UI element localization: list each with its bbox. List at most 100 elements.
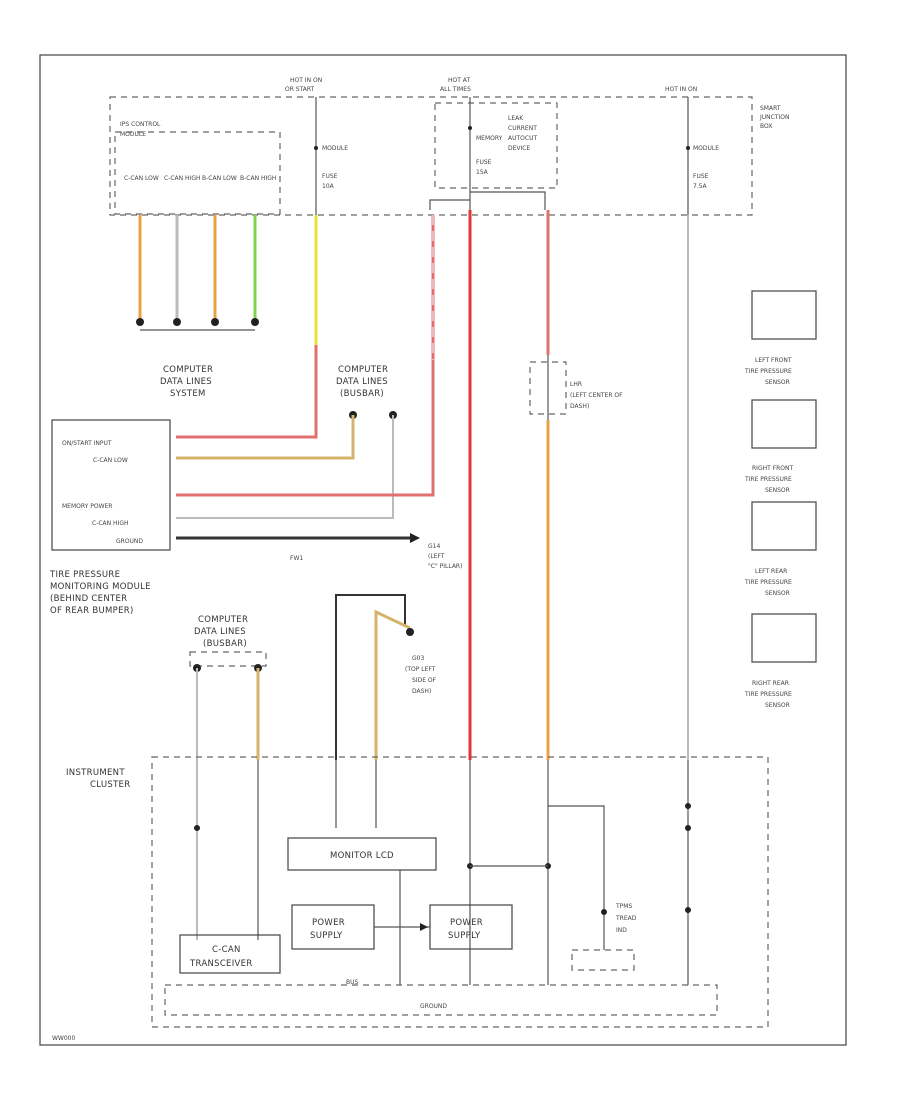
memfuse-dot (468, 126, 472, 130)
g14-l1: G14 (428, 543, 440, 550)
bus-ground-outline (164, 984, 718, 1016)
ips-pin-3: B-CAN LOW (202, 175, 237, 182)
hot-all-label-1: HOT AT (448, 77, 470, 84)
ps-arrow (420, 923, 428, 931)
monitor-lcd-box (287, 837, 437, 871)
g03-l2: (TOP LEFT (405, 666, 436, 673)
mem-fuse-l3: 15A (476, 169, 489, 176)
sensor-lf-box (751, 290, 817, 340)
ps1-l1: POWER (312, 918, 345, 928)
fuse1-dot (314, 146, 318, 150)
wire-ccan-low-tan (176, 415, 355, 460)
tpms-cap-1: TIRE PRESSURE (49, 570, 120, 580)
lhr-l2: (LEFT CENTER OF (570, 392, 623, 399)
leak-l2: CURRENT (508, 125, 537, 132)
ips-pin-4: B-CAN HIGH (240, 175, 276, 182)
monitor-lcd-label: MONITOR LCD (330, 851, 394, 861)
tpms-pin-5: GROUND (116, 538, 143, 545)
ccan-l2: TRANSCEIVER (189, 959, 253, 969)
cdl-bottom-1: COMPUTER (198, 615, 248, 625)
lhr-l3: DASH) (570, 403, 589, 410)
wire-g03-tan (374, 609, 411, 760)
g03-l3: SIDE OF (412, 677, 437, 684)
g03-l4: DASH) (412, 688, 431, 695)
sensor-lr-l2: TIRE PRESSURE (744, 579, 792, 586)
sensor-rf-box (751, 399, 817, 449)
g03-term (406, 628, 414, 636)
footer-code: WW000 (52, 1035, 76, 1042)
g14-l2: (LEFT (428, 553, 445, 560)
hot-all-label-2: ALL TIMES (440, 86, 471, 93)
fuse2-l2: FUSE (693, 173, 709, 180)
g03-l1: G03 (412, 655, 424, 662)
leak-bridge (470, 191, 546, 210)
ips-control-label-2: MODULE (120, 131, 146, 138)
ips-term-2 (173, 318, 181, 326)
cdl-bottom-3: (BUSBAR) (203, 639, 247, 649)
sjb-label-2: JUNCTION (759, 114, 789, 121)
ips-term-1 (136, 318, 144, 326)
wire-g03-black (335, 594, 406, 760)
instrument-cluster-outline (151, 756, 769, 1028)
tpms-cap-4: OF REAR BUMPER) (50, 606, 134, 616)
ips-term-3 (211, 318, 219, 326)
ic-junction-3 (685, 825, 691, 831)
fuse2-l1: MODULE (693, 145, 719, 152)
fuse1-l1: MODULE (322, 145, 348, 152)
fuse1-l2: FUSE (322, 173, 338, 180)
cdl-bottom-2: DATA LINES (194, 627, 246, 637)
ic-label-1: INSTRUMENT (66, 768, 125, 778)
diagram-border (39, 54, 847, 1046)
ps2-l2: SUPPLY (448, 931, 481, 941)
tpms-cap-3: (BEHIND CENTER (50, 594, 127, 604)
ps1-l2: SUPPLY (310, 931, 343, 941)
sensor-lr-l1: LEFT REAR (755, 568, 787, 575)
wire-fuse1-pink (176, 345, 318, 439)
fuse1-l3: 10A (322, 183, 335, 190)
leak-bridge-2 (429, 199, 470, 210)
sensor-rf-l1: RIGHT FRONT (752, 465, 794, 472)
tpms-cap-2: MONITORING MODULE (50, 582, 151, 592)
ips-pin-1: C-CAN LOW (124, 175, 159, 182)
tpms-connector: FW1 (290, 555, 303, 562)
tpms-pin-3: MEMORY POWER (62, 503, 112, 510)
leak-l3: AUTOCUT (508, 135, 537, 142)
tread-l3: IND (616, 927, 627, 934)
leak-l4: DEVICE (508, 145, 530, 152)
tread-l1: TPMS (615, 903, 632, 910)
fuse2-dot (686, 146, 690, 150)
sensor-rf-l3: SENSOR (765, 487, 790, 494)
sensor-rr-box (751, 613, 817, 663)
sensor-lf-l2: TIRE PRESSURE (744, 368, 792, 375)
lhr-l1: LHR (570, 381, 582, 388)
sensor-rr-l1: RIGHT REAR (752, 680, 789, 687)
cdl-sys-3: SYSTEM (170, 389, 206, 399)
fuse2-l3: 7.5A (693, 183, 708, 190)
tread-l2: TREAD (615, 915, 637, 922)
tpms-pin-2: C-CAN LOW (93, 457, 128, 464)
hot-run-label-1: HOT IN ON (290, 77, 322, 84)
mem-fuse-l1: MEMORY (476, 135, 503, 142)
cdl-sys-2: DATA LINES (160, 377, 212, 387)
ground-arrow (410, 533, 420, 543)
ps2-l1: POWER (450, 918, 483, 928)
wire-memory-power (176, 215, 435, 497)
sensor-rf-l2: TIRE PRESSURE (744, 476, 792, 483)
cdl-sys-1: COMPUTER (163, 365, 213, 375)
ips-control-label-1: IPS CONTROL (120, 121, 161, 128)
sensor-lf-l1: LEFT FRONT (755, 357, 792, 364)
sjb-label-3: BOX (760, 123, 772, 130)
tpms-module-box (51, 419, 171, 551)
bus-label: BUS (346, 979, 359, 986)
hot-run2-label: HOT IN ON (665, 86, 697, 93)
ips-term-4 (251, 318, 259, 326)
tpms-pin-4: C-CAN HIGH (92, 520, 129, 527)
hot-run-label-2: OR START (285, 86, 315, 93)
g14-l3: "C" PILLAR) (428, 563, 462, 570)
tread-lamp-outline (571, 949, 635, 971)
leak-l1: LEAK (508, 115, 524, 122)
ic-wire-tread (548, 805, 605, 950)
tread-dot (601, 909, 607, 915)
